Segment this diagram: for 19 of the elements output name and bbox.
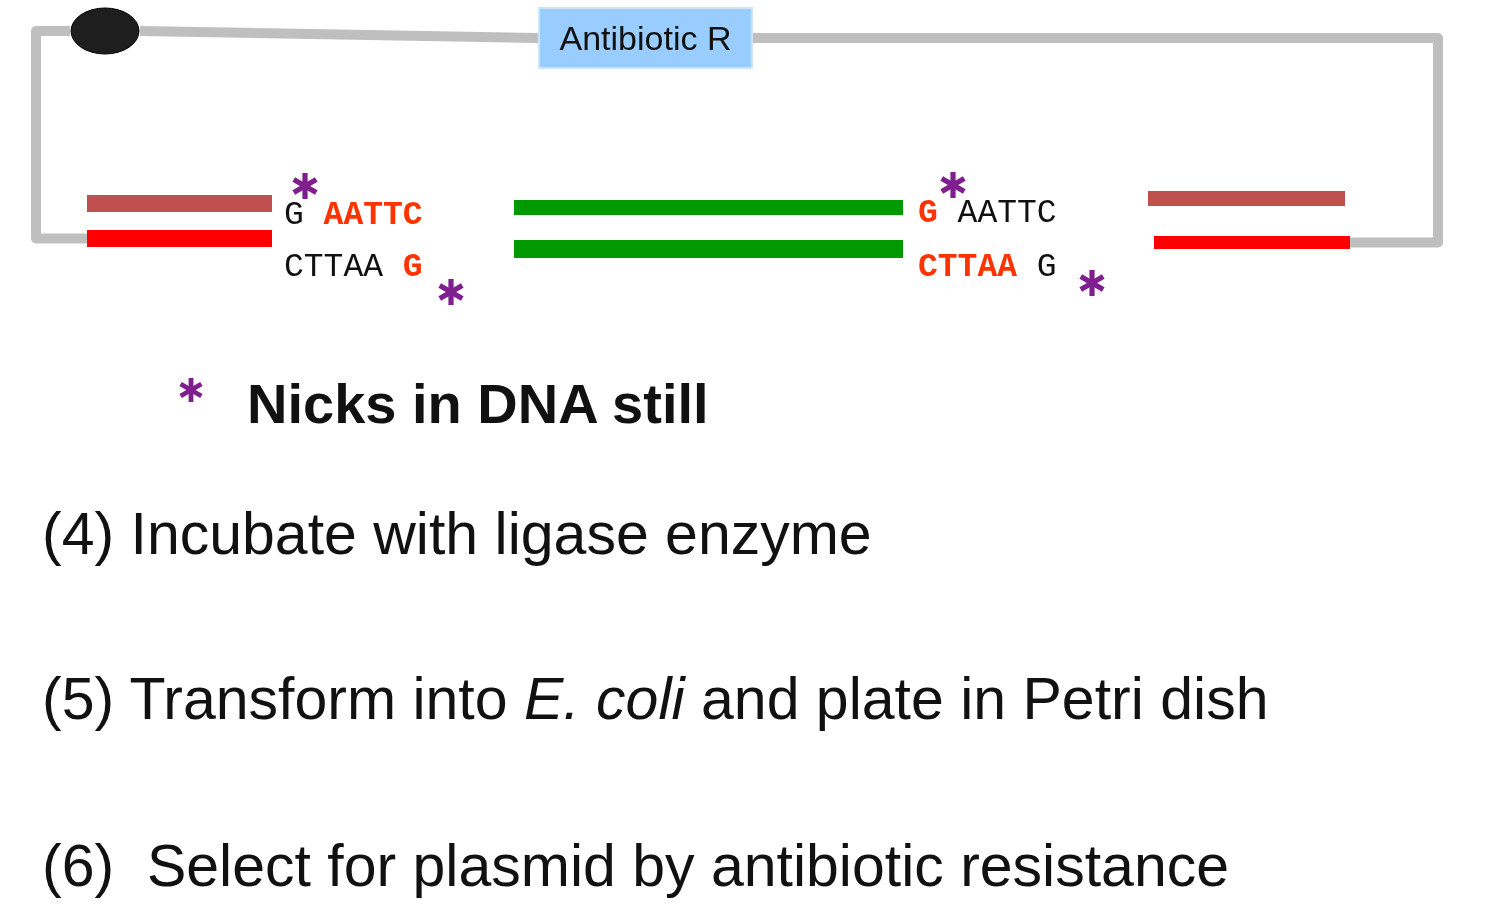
- dna-strand: [514, 200, 903, 215]
- step-text: (4) Incubate with ligase enzyme: [42, 502, 872, 567]
- plasmid-backbone: [139, 26, 539, 43]
- legend-text: Nicks in DNA still: [247, 373, 709, 435]
- dna-strand: [514, 240, 903, 258]
- dna-sequence: CTTAA G: [284, 251, 423, 284]
- step-text: (6) Select for plasmid by antibiotic resistance: [42, 834, 1230, 899]
- plasmid-backbone: [753, 33, 1443, 248]
- dna-strand: [1154, 236, 1350, 249]
- dna-strand: [87, 230, 272, 247]
- dna-sequence: G AATTC: [284, 199, 423, 232]
- dna-sequence: CTTAA G: [918, 251, 1057, 284]
- origin-ellipse: [70, 7, 140, 55]
- plasmid-backbone: [31, 26, 87, 244]
- dna-strand: [1148, 191, 1345, 206]
- dna-strand: [87, 195, 272, 212]
- step-text: (5) Transform into E. coli and plate in Petri dish: [42, 667, 1269, 732]
- gene-box: Antibiotic R: [538, 7, 753, 69]
- dna-sequence: G AATTC: [918, 197, 1057, 230]
